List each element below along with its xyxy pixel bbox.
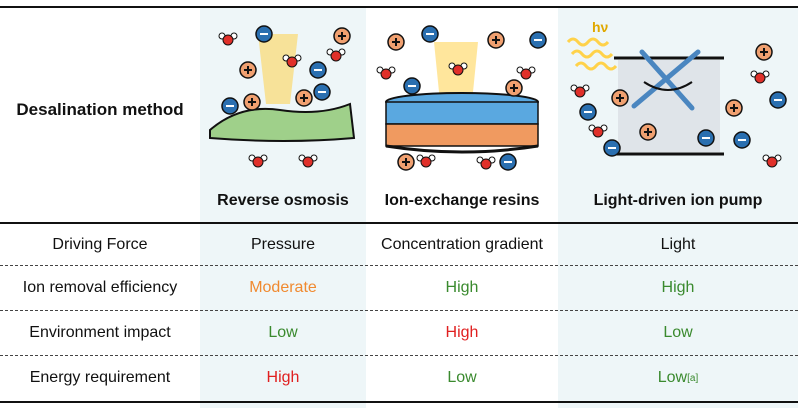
- anion-icon: [529, 31, 547, 49]
- row-label-desalination-method: Desalination method: [16, 100, 184, 119]
- anion-icon: [579, 103, 597, 121]
- row-label: Energy requirement: [29, 369, 171, 386]
- cation-icon: [397, 153, 415, 171]
- light-pump-illustration: hν: [566, 19, 787, 168]
- cation-icon: [243, 93, 261, 111]
- anion-icon: [221, 97, 239, 115]
- cation-icon: [295, 89, 313, 107]
- cation-icon: [487, 31, 505, 49]
- hv-label: hν: [592, 19, 609, 35]
- anion-icon: [255, 25, 273, 43]
- row-divider-3: [0, 355, 798, 356]
- anion-icon: [313, 83, 331, 101]
- row-value: Moderate: [200, 268, 366, 308]
- row-value: Light: [558, 225, 798, 265]
- water-molecule-icon: [516, 66, 536, 80]
- water-molecule-icon: [376, 66, 396, 80]
- anion-icon: [697, 129, 715, 147]
- water-molecule-icon: [248, 154, 268, 168]
- resin-bed-bottom: [385, 144, 539, 154]
- row-value-text: Low: [663, 324, 693, 341]
- footnote-marker: [a]: [687, 372, 699, 384]
- anion-icon: [421, 25, 439, 43]
- light-wave-icon: [570, 49, 614, 59]
- water-molecule-icon: [298, 154, 318, 168]
- anion-icon: [403, 77, 421, 95]
- ion-exchange-illustration: [376, 25, 547, 171]
- water-molecule-icon: [588, 124, 608, 138]
- water-molecule-icon: [416, 154, 436, 168]
- cation-icon: [333, 27, 351, 45]
- row-divider-1: [0, 265, 798, 266]
- row-value-text: Low: [447, 369, 477, 386]
- method-label-light-pump: Light-driven ion pump: [593, 192, 763, 209]
- ion-icons: [376, 25, 547, 171]
- anion-icon: [603, 139, 621, 157]
- top-rule: [0, 6, 798, 8]
- anion-icon: [499, 153, 517, 171]
- water-molecule-icon: [326, 48, 346, 62]
- row-value-text: Moderate: [249, 279, 317, 296]
- row-value-text: Light: [660, 236, 696, 253]
- row-value: High: [558, 268, 798, 308]
- row-label: Environment impact: [29, 324, 171, 341]
- method-label-ion-exchange: Ion-exchange resins: [384, 192, 540, 209]
- resin-blue-layer: [385, 101, 539, 125]
- cation-icon: [725, 99, 743, 117]
- header-rule: [0, 222, 798, 224]
- light-beam-shape: [258, 34, 298, 104]
- reverse-osmosis-illustration: [209, 25, 356, 168]
- resin-orange-layer: [385, 123, 539, 147]
- row-value: Low: [558, 313, 798, 353]
- anion-icon: [309, 61, 327, 79]
- row-value-text: High: [661, 279, 695, 296]
- row-value: High: [200, 358, 366, 398]
- water-molecule-icon: [570, 84, 590, 98]
- row-value-text: High: [266, 369, 300, 386]
- bottom-rule: [0, 401, 798, 403]
- row-value-text: Pressure: [250, 236, 316, 253]
- water-molecule-icon: [448, 62, 468, 76]
- row-value-text: High: [445, 324, 479, 341]
- anion-icon: [769, 91, 787, 109]
- rotor-icon: [631, 49, 701, 111]
- row-divider-2: [0, 310, 798, 311]
- row-value-text: Low: [268, 324, 298, 341]
- cation-icon: [505, 79, 523, 97]
- row-label: Driving Force: [52, 236, 148, 253]
- rotation-arrow-icon: [643, 81, 693, 91]
- light-wave-icon: [566, 37, 610, 47]
- anion-icon: [733, 131, 751, 149]
- water-molecule-icon: [218, 32, 238, 46]
- water-molecule-icon: [282, 54, 302, 68]
- row-value: Low[a]: [558, 358, 798, 398]
- row-value-text: Concentration gradient: [381, 236, 543, 253]
- cation-icon: [639, 123, 657, 141]
- cation-icon: [239, 61, 257, 79]
- row-value: High: [366, 268, 558, 308]
- cation-icon: [755, 43, 773, 61]
- cation-icon: [611, 89, 629, 107]
- row-value-text: High: [445, 279, 479, 296]
- row-label: Ion removal efficiency: [22, 279, 178, 296]
- water-molecule-icon: [476, 156, 496, 170]
- row-value: High: [366, 313, 558, 353]
- row-value: Low: [200, 313, 366, 353]
- row-value: Concentration gradient: [366, 225, 558, 265]
- ion-icons: [218, 25, 351, 168]
- light-wave-icon: [574, 61, 618, 71]
- row-value: Low: [366, 358, 558, 398]
- method-label-reverse-osmosis: Reverse osmosis: [217, 192, 349, 209]
- ion-icons: [570, 43, 787, 168]
- water-molecule-icon: [762, 154, 782, 168]
- water-molecule-icon: [750, 70, 770, 84]
- row-value: Pressure: [200, 225, 366, 265]
- cation-icon: [387, 33, 405, 51]
- row-value-text: Low: [657, 369, 688, 386]
